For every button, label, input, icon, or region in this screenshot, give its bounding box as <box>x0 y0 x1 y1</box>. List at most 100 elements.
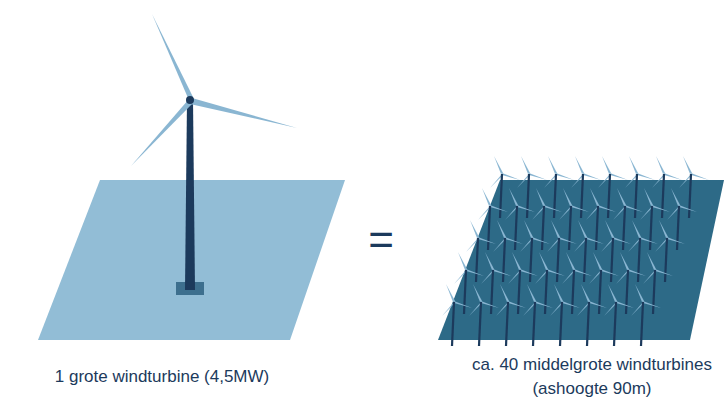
small-turbine-blade <box>517 205 535 212</box>
small-turbine <box>442 284 472 346</box>
small-turbine-tower <box>476 238 478 282</box>
small-turbine-tower <box>527 174 529 218</box>
small-turbine <box>655 220 685 282</box>
small-turbine-blade <box>571 205 589 212</box>
small-turbine-blade <box>683 156 692 174</box>
small-turbine-grid <box>442 156 709 346</box>
small-turbine <box>679 156 709 218</box>
small-turbine-blade <box>575 156 584 174</box>
small-turbine-blade <box>589 301 607 308</box>
small-turbine-tower <box>596 206 598 250</box>
small-turbine-blade <box>593 252 602 270</box>
turbine-blade <box>152 14 193 98</box>
caption-right: ca. 40 middelgrote windturbines (ashoogt… <box>467 353 717 401</box>
small-turbine-blade <box>616 301 634 308</box>
small-turbine-blade <box>644 188 653 206</box>
small-turbine-blade <box>643 301 661 308</box>
small-turbine <box>631 284 661 346</box>
small-turbine <box>604 284 634 346</box>
turbine-tower <box>185 100 195 290</box>
small-turbine-blade <box>529 173 547 180</box>
small-turbine-blade <box>610 173 628 180</box>
small-turbine-blade <box>655 269 673 276</box>
small-turbine-tower <box>608 174 610 218</box>
small-turbine-blade <box>664 173 682 180</box>
small-turbine-tower <box>518 270 520 314</box>
small-turbine-blade <box>563 188 572 206</box>
turbine-blade <box>190 98 297 128</box>
turbine-blade <box>131 99 193 166</box>
small-turbine-tower <box>557 238 559 282</box>
small-turbine-tower <box>515 206 517 250</box>
small-turbine-tower <box>587 302 589 346</box>
small-turbine-tower <box>584 238 586 282</box>
small-turbine-tower <box>641 302 643 346</box>
small-turbine <box>577 284 607 346</box>
small-turbine-blade <box>544 205 562 212</box>
small-turbine-blade <box>574 269 592 276</box>
small-turbine <box>496 284 526 346</box>
small-turbine-tower <box>560 302 562 346</box>
small-turbine-blade <box>470 220 479 238</box>
small-turbine-tower <box>542 206 544 250</box>
small-turbine-blade <box>473 284 482 302</box>
small-turbine-blade <box>485 252 494 270</box>
small-turbine-blade <box>671 188 680 206</box>
small-turbine-blade <box>512 252 521 270</box>
small-turbine-blade <box>482 188 491 206</box>
small-turbine <box>469 284 499 346</box>
small-turbine-blade <box>590 188 599 206</box>
small-turbine-blade <box>554 284 563 302</box>
small-turbine-blade <box>647 252 656 270</box>
small-turbine-tower <box>533 302 535 346</box>
small-turbine-blade <box>494 156 503 174</box>
small-turbine-blade <box>620 252 629 270</box>
small-turbine-blade <box>505 237 523 244</box>
small-turbine-blade <box>500 284 509 302</box>
small-turbine-blade <box>466 269 484 276</box>
small-turbine-blade <box>598 205 616 212</box>
small-turbine-blade <box>632 220 641 238</box>
small-turbine-blade <box>581 284 590 302</box>
small-turbine-tower <box>452 302 454 346</box>
small-turbine-tower <box>638 238 640 282</box>
small-turbine-blade <box>652 205 670 212</box>
small-turbine-tower <box>503 238 505 282</box>
small-turbine-blade <box>536 188 545 206</box>
small-turbine-blade <box>490 205 508 212</box>
small-turbine-blade <box>532 237 550 244</box>
caption-left: 1 grote windturbine (4,5MW) <box>12 365 312 389</box>
small-turbine-tower <box>530 238 532 282</box>
small-turbine-tower <box>545 270 547 314</box>
small-turbine-tower <box>650 206 652 250</box>
small-turbine-blade <box>559 237 577 244</box>
turbine-hub <box>186 96 194 104</box>
small-turbine-tower <box>572 270 574 314</box>
small-turbine-blade <box>578 220 587 238</box>
small-turbine-tower <box>488 206 490 250</box>
small-turbine-tower <box>653 270 655 314</box>
equals-sign: = <box>351 218 411 262</box>
small-turbine-blade <box>454 301 472 308</box>
small-turbine-tower <box>479 302 481 346</box>
small-turbine-blade <box>583 173 601 180</box>
small-turbine-tower <box>626 270 628 314</box>
small-turbine-tower <box>506 302 508 346</box>
small-turbine-blade <box>667 237 685 244</box>
small-turbine-blade <box>551 220 560 238</box>
small-turbine-blade <box>508 301 526 308</box>
small-turbine <box>523 284 553 346</box>
small-turbine-blade <box>635 284 644 302</box>
small-turbine-tower <box>623 206 625 250</box>
small-turbine-tower <box>611 238 613 282</box>
small-turbine-blade <box>617 188 626 206</box>
small-turbine-blade <box>458 252 467 270</box>
small-turbine-blade <box>481 301 499 308</box>
small-turbine-tower <box>614 302 616 346</box>
small-turbine-blade <box>679 205 697 212</box>
small-turbine-blade <box>527 284 536 302</box>
small-turbine-blade <box>521 156 530 174</box>
small-turbine-blade <box>493 269 511 276</box>
small-turbine-blade <box>539 252 548 270</box>
